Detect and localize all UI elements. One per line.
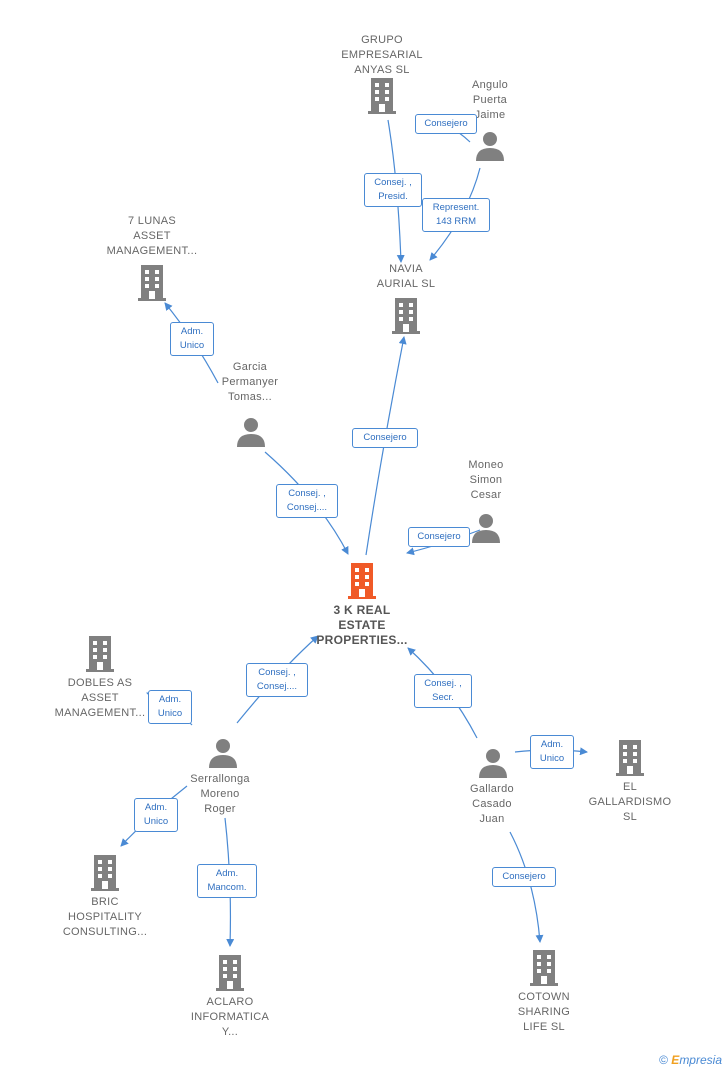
node-7-lunas[interactable]: 7 LUNAS ASSET MANAGEMENT... [92,214,212,301]
building-icon [392,298,420,334]
relation-label[interactable]: Consej. , Consej.... [246,663,308,697]
building-icon [348,563,376,599]
node-label: Angulo Puerta Jaime [471,79,509,121]
relation-label[interactable]: Consej. , Presid. [364,173,422,207]
node-serrallonga-moreno[interactable]: Serrallonga Moreno Roger [170,738,270,817]
node-label: BRIC HOSPITALITY CONSULTING... [62,896,148,938]
building-icon [91,855,119,891]
node-navia-aurial[interactable]: NAVIA AURIAL SL [356,262,456,334]
node-label: DOBLES AS ASSET MANAGEMENT... [54,677,146,719]
copyright-footer: © Empresia [659,1053,722,1067]
node-el-gallardismo[interactable]: EL GALLARDISMO SL [580,740,680,825]
building-icon [368,78,396,114]
empresia-logo-initial: E [671,1053,680,1067]
relation-label[interactable]: Adm. Unico [148,690,192,724]
node-3k-real-estate[interactable]: 3 K REAL ESTATE PROPERTIES... [302,563,422,648]
node-label: 7 LUNAS ASSET MANAGEMENT... [106,215,198,257]
relation-label[interactable]: Adm. Unico [134,798,178,832]
person-icon [209,739,237,768]
node-label: GRUPO EMPRESARIAL ANYAS SL [341,34,423,76]
node-label: Garcia Permanyer Tomas... [221,361,279,403]
relation-label[interactable]: Consej. , Secr. [414,674,472,708]
node-dobles-as[interactable]: DOBLES AS ASSET MANAGEMENT... [40,636,160,721]
node-grupo-empresarial[interactable]: GRUPO EMPRESARIAL ANYAS SL [322,33,442,114]
node-aclaro-informatica[interactable]: ACLARO INFORMATICA Y... [170,955,290,1040]
edge-gallardo-cotown [509,831,544,943]
relation-label[interactable]: Represent. 143 RRM [422,198,490,232]
building-icon [86,636,114,672]
relation-label[interactable]: Adm. Mancom. [197,864,257,898]
node-label: Moneo Simon Cesar [468,459,504,501]
node-cotown-sharing[interactable]: COTOWN SHARING LIFE SL [494,950,594,1035]
node-moneo-simon[interactable]: Moneo Simon Cesar [446,458,526,543]
relation-label[interactable]: Consejero [408,527,470,547]
building-icon [530,950,558,986]
relation-label[interactable]: Consej. , Consej.... [276,484,338,518]
person-icon [476,132,504,161]
copyright-icon: © [659,1053,668,1067]
relation-label[interactable]: Consejero [352,428,418,448]
relation-label[interactable]: Adm. Unico [530,735,574,769]
node-bric-hospitality[interactable]: BRIC HOSPITALITY CONSULTING... [45,855,165,940]
node-angulo-puerta[interactable]: Angulo Puerta Jaime [450,78,530,161]
node-label: Gallardo Casado Juan [470,783,514,825]
building-icon [138,265,166,301]
person-icon [237,418,265,447]
node-label: ACLARO INFORMATICA Y... [190,996,270,1038]
relation-label[interactable]: Adm. Unico [170,322,214,356]
node-gallardo-casado[interactable]: Gallardo Casado Juan [452,748,532,827]
relation-label[interactable]: Consejero [492,867,556,887]
node-label: Serrallonga Moreno Roger [190,773,250,815]
person-icon [472,514,500,543]
node-label: EL GALLARDISMO SL [588,781,672,823]
node-garcia-permanyer[interactable]: Garcia Permanyer Tomas... [200,360,300,447]
building-icon [216,955,244,991]
relation-label[interactable]: Consejero [415,114,477,134]
node-label: NAVIA AURIAL SL [376,263,436,290]
building-icon [616,740,644,776]
node-label: COTOWN SHARING LIFE SL [517,991,571,1033]
person-icon [479,749,507,778]
node-label: 3 K REAL ESTATE PROPERTIES... [316,603,408,647]
empresia-logo-text: mpresia [679,1053,722,1067]
